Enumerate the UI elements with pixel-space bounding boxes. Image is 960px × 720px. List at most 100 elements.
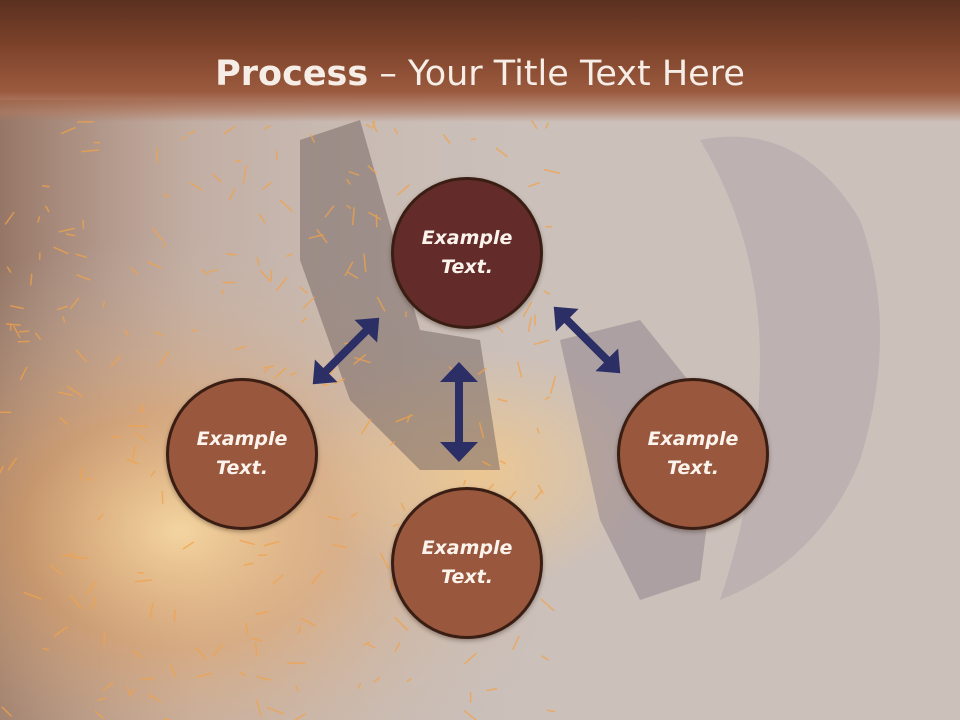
spark (310, 570, 324, 585)
spark (537, 484, 544, 494)
spark (130, 267, 139, 276)
spark (256, 676, 272, 681)
spark (293, 713, 306, 720)
spark (251, 637, 263, 642)
spark (97, 513, 104, 521)
spark (103, 632, 106, 646)
spark (272, 574, 284, 584)
spark (132, 649, 143, 659)
spark (540, 598, 555, 612)
spark (35, 332, 41, 340)
spark (212, 173, 222, 183)
spark (512, 635, 520, 651)
spark (187, 130, 196, 135)
spark (42, 647, 50, 651)
spark (181, 135, 186, 141)
spark (363, 253, 367, 273)
spark (495, 147, 508, 158)
spark (499, 460, 506, 465)
spark (151, 227, 164, 242)
spark (392, 523, 399, 527)
spark (546, 709, 556, 713)
spark (234, 159, 242, 163)
node-right-line1: Example (647, 428, 739, 450)
spark (379, 552, 390, 570)
spark (533, 339, 549, 346)
spark (150, 470, 156, 477)
spark (110, 355, 122, 367)
spark (442, 133, 451, 144)
spark (477, 367, 487, 375)
spark (151, 695, 162, 703)
spark (263, 368, 269, 373)
spark (522, 301, 533, 318)
spark (196, 672, 213, 678)
spark (132, 445, 136, 461)
spark (376, 296, 386, 312)
spark (97, 697, 107, 701)
node-bottom-line2: Text. (441, 566, 493, 588)
spark (191, 329, 198, 332)
spark (346, 204, 352, 209)
spark (463, 709, 477, 720)
spark (397, 184, 410, 196)
spark (543, 290, 551, 295)
spark (294, 685, 299, 692)
spark (254, 642, 258, 657)
spark (212, 643, 223, 657)
spark (543, 169, 561, 174)
spark (528, 182, 540, 188)
spark (69, 297, 80, 310)
spark (234, 345, 247, 351)
spark (263, 540, 280, 547)
spark (346, 178, 351, 185)
spark (75, 349, 87, 363)
spark (243, 562, 254, 566)
spark (279, 199, 294, 213)
spark (208, 269, 219, 273)
node-top-line2: Text. (441, 256, 493, 278)
spark (149, 602, 154, 620)
spark (221, 289, 225, 295)
spark (478, 422, 485, 439)
spark (517, 361, 523, 378)
spark (299, 286, 308, 295)
spark (389, 440, 396, 446)
spark (7, 457, 18, 471)
spark (57, 391, 73, 396)
spark (544, 396, 551, 400)
spark (29, 273, 33, 286)
spark (10, 305, 24, 310)
spark (1, 706, 12, 717)
spark (70, 556, 88, 560)
spark (302, 296, 316, 309)
spark (162, 242, 167, 248)
spark (354, 357, 371, 364)
spark (86, 581, 97, 595)
spark (65, 233, 76, 237)
spark (368, 211, 382, 221)
spark (406, 678, 412, 683)
spark (45, 205, 50, 213)
title-bold: Process (215, 54, 369, 94)
spark (256, 257, 260, 266)
spark (242, 164, 248, 184)
spark (0, 465, 4, 475)
node-bottom-line1: Example (421, 537, 513, 559)
spark (53, 626, 68, 637)
spark (129, 688, 136, 696)
spark (37, 216, 41, 223)
spark (347, 271, 359, 279)
title-rest: – Your Title Text Here (368, 54, 745, 94)
spark (361, 418, 372, 435)
spark (182, 541, 195, 550)
spark (334, 378, 346, 384)
arrow-top-right (553, 306, 621, 374)
spark (464, 652, 477, 665)
spark (545, 122, 549, 129)
spark (263, 124, 271, 130)
spark (262, 181, 272, 191)
node-right-line2: Text. (667, 457, 719, 479)
spark (111, 435, 122, 438)
spark (66, 385, 83, 398)
